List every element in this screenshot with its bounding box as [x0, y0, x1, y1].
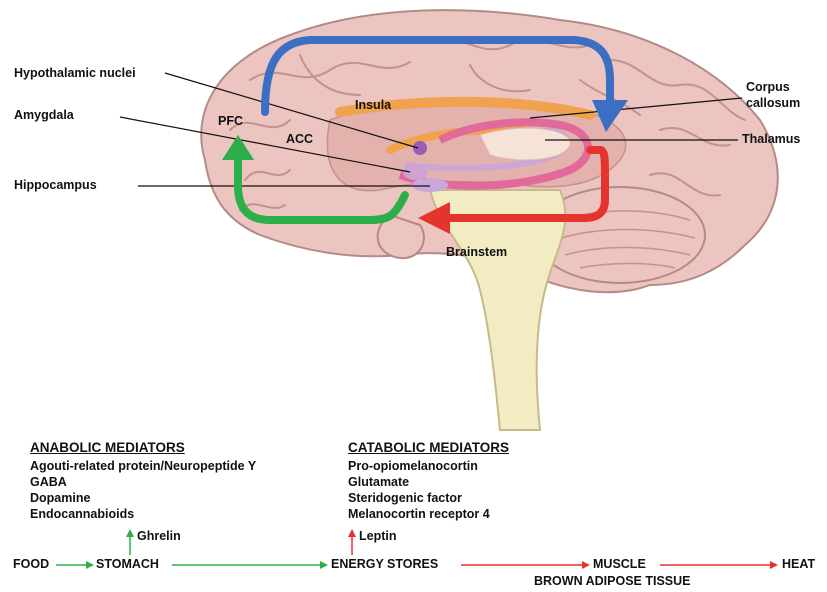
anabolic-list: Agouti-related protein/Neuropeptide Y GA…: [30, 458, 256, 522]
catabolic-item: Melanocortin receptor 4: [348, 506, 490, 522]
amygdala-spot: [403, 164, 427, 180]
label-pfc: PFC: [218, 114, 243, 128]
catabolic-item: Glutamate: [348, 474, 490, 490]
catabolic-heading: CATABOLIC MEDIATORS: [348, 440, 509, 455]
anabolic-item: Agouti-related protein/Neuropeptide Y: [30, 458, 256, 474]
label-thalamus: Thalamus: [742, 132, 800, 146]
thalamus-region: [480, 128, 570, 160]
catabolic-item: Pro-opiomelanocortin: [348, 458, 490, 474]
label-amygdala: Amygdala: [14, 108, 74, 122]
label-brainstem: Brainstem: [446, 245, 507, 259]
hippocampus-spot: [412, 178, 448, 192]
anabolic-item: Endocannabioids: [30, 506, 256, 522]
label-callosum: callosum: [746, 96, 800, 110]
label-acc: ACC: [286, 132, 313, 146]
flow-leptin: Leptin: [359, 529, 397, 543]
flow-brown-adipose: BROWN ADIPOSE TISSUE: [534, 574, 691, 588]
label-hippocampus: Hippocampus: [14, 178, 97, 192]
flow-food: FOOD: [13, 557, 49, 571]
flow-energy-stores: ENERGY STORES: [331, 557, 438, 571]
label-corpus: Corpus: [746, 80, 790, 94]
flow-ghrelin: Ghrelin: [137, 529, 181, 543]
anabolic-heading: ANABOLIC MEDIATORS: [30, 440, 185, 455]
catabolic-item: Steridogenic factor: [348, 490, 490, 506]
flow-muscle: MUSCLE: [593, 557, 646, 571]
flow-stomach: STOMACH: [96, 557, 159, 571]
hypothalamic-nuclei-dot: [413, 141, 427, 155]
anabolic-item: Dopamine: [30, 490, 256, 506]
label-hypothalamic-nuclei: Hypothalamic nuclei: [14, 66, 136, 80]
flow-heat: HEAT: [782, 557, 815, 571]
anabolic-item: GABA: [30, 474, 256, 490]
label-insula: Insula: [355, 98, 391, 112]
catabolic-list: Pro-opiomelanocortin Glutamate Steridoge…: [348, 458, 490, 522]
brainstem-shape: [430, 190, 565, 430]
